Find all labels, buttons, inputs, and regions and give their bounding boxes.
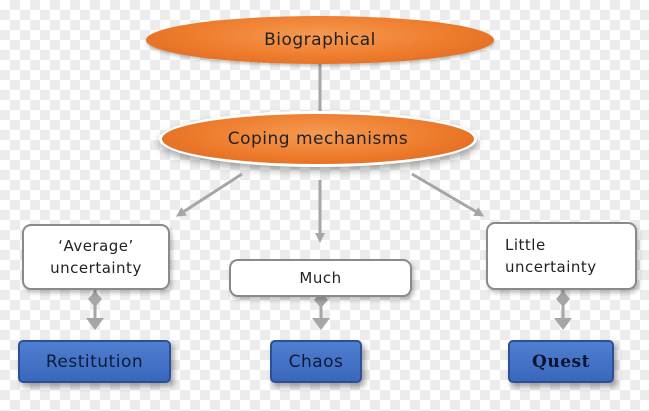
chaos-label: Chaos [288, 351, 344, 372]
coping-mechanisms-oval: Coping mechanisms [162, 114, 474, 164]
restitution-pill: Restitution [18, 340, 171, 383]
average-line1: ‘Average’ [58, 237, 134, 255]
little-line2: uncertainty [505, 258, 597, 276]
restitution-label: Restitution [45, 351, 144, 372]
average-line2: uncertainty [50, 259, 142, 277]
little-line1: Little [505, 236, 546, 254]
coping-mechanisms-label: Coping mechanisms [227, 129, 409, 149]
chaos-pill: Chaos [270, 340, 362, 383]
arrowhead-quest [554, 318, 572, 330]
much-uncertainty-box: Much [229, 259, 412, 297]
diamond-little-connector [556, 291, 570, 307]
quest-pill: Quest [508, 340, 614, 383]
average-uncertainty-box: ‘Average’ uncertainty [22, 224, 170, 290]
biographical-label: Biographical [264, 30, 376, 50]
much-label: Much [299, 269, 342, 287]
biographical-oval: Biographical [146, 16, 494, 64]
arrow-coping-to-average [175, 172, 243, 217]
quest-label: Quest [532, 351, 590, 372]
little-uncertainty-box: Little uncertainty [486, 222, 637, 290]
arrowhead-restitution [86, 318, 104, 330]
arrow-coping-to-little [411, 172, 485, 217]
diamond-average-connector [88, 291, 102, 307]
arrowhead-chaos [312, 318, 330, 330]
